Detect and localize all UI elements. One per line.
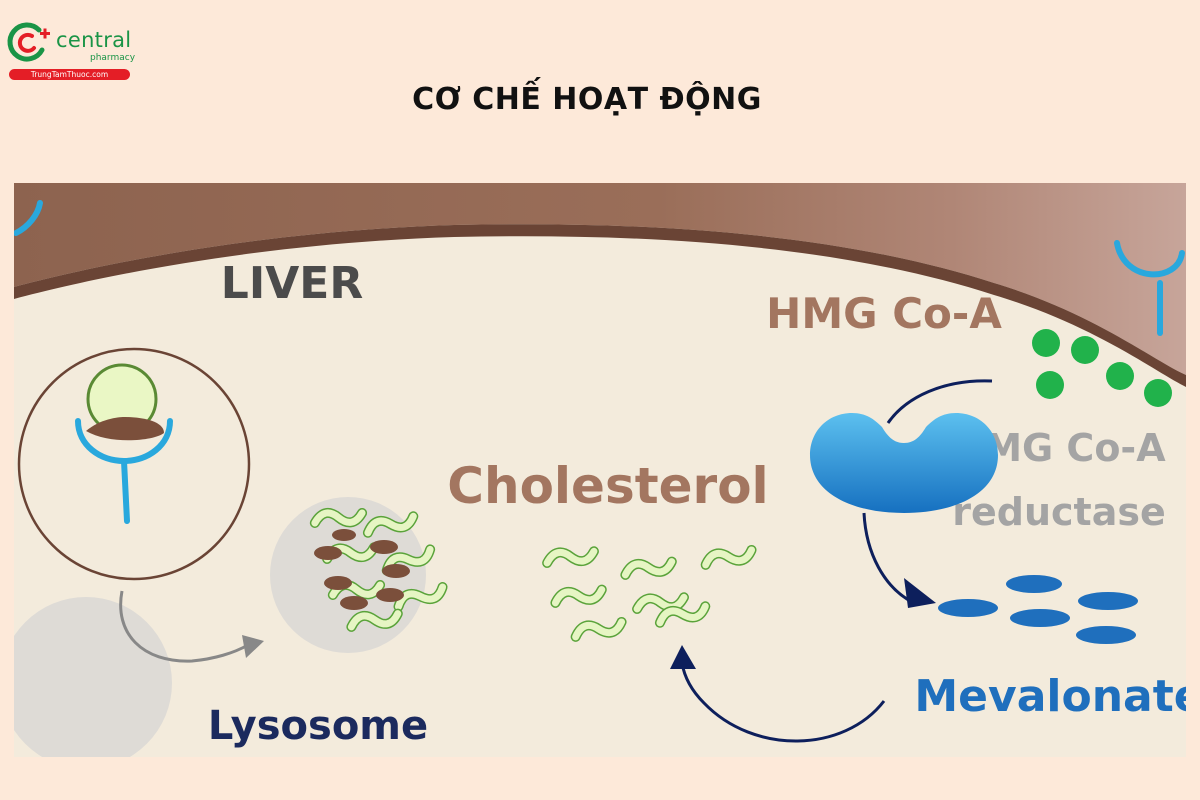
endosome-icon bbox=[17, 347, 251, 581]
hmg-coa-label: HMG Co-A bbox=[766, 289, 1002, 338]
arrow-head-mevalonate bbox=[904, 578, 936, 608]
membrane-receptor-left-icon bbox=[14, 200, 43, 236]
logo-wordmark: central bbox=[56, 28, 132, 52]
hmg-coa-molecules bbox=[1032, 329, 1172, 407]
hmg-coa-reductase-enzyme-icon bbox=[810, 413, 998, 513]
arrow-enzyme-to-mevalonate bbox=[862, 512, 915, 605]
cell-membrane bbox=[14, 183, 1186, 375]
arrow-head-cholesterol bbox=[670, 645, 696, 669]
liver-label: LIVER bbox=[221, 258, 363, 309]
arrow-mevalonate-to-cholesterol bbox=[680, 662, 886, 743]
central-pharmacy-logo[interactable]: central pharmacy TrungTamThuoc.com bbox=[6, 20, 136, 82]
mevalonate-label: Mevalonate bbox=[914, 671, 1186, 722]
page-title: CƠ CHẾ HOẠT ĐỘNG bbox=[412, 82, 762, 117]
mechanism-diagram: LIVER HMG Co-A HMG Co-A reductase Choles… bbox=[14, 183, 1186, 757]
membrane-receptor-right-icon bbox=[1114, 240, 1185, 336]
logo-subtitle: pharmacy bbox=[90, 53, 136, 63]
logo-mark-icon bbox=[7, 22, 50, 62]
arrow-hmgcoa-to-enzyme bbox=[886, 379, 993, 424]
arrow-endosome-to-lysosome bbox=[119, 590, 249, 663]
logo-website: TrungTamThuoc.com bbox=[9, 69, 130, 80]
arrow-head-lysosome bbox=[242, 635, 264, 658]
cholesterol-label: Cholesterol bbox=[447, 457, 768, 515]
lysosome-vesicle-icon bbox=[14, 597, 172, 757]
lysosome-label: Lysosome bbox=[208, 703, 428, 749]
reductase-label-line2: reductase bbox=[952, 490, 1166, 534]
membrane-inner-edge bbox=[14, 224, 1186, 387]
mevalonate-molecules bbox=[938, 575, 1138, 644]
lysosome-icon bbox=[270, 497, 445, 653]
